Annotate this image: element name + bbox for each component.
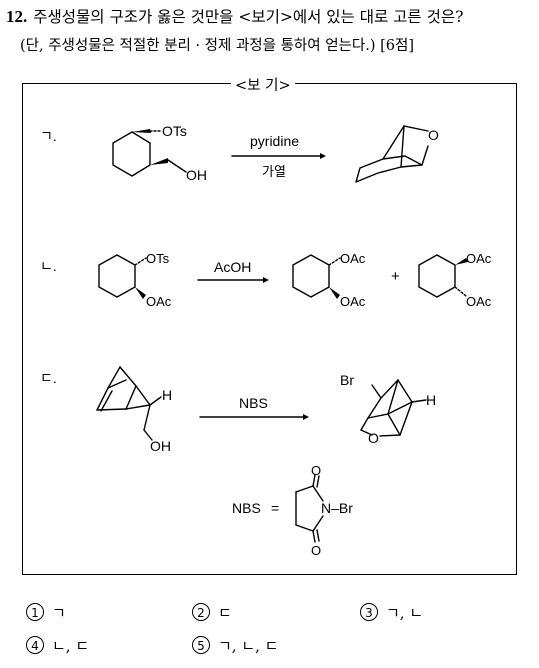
item-c-reagent: NBS	[239, 395, 268, 411]
nbs-n-br: N–Br	[321, 500, 353, 516]
item-c-marker: ㄷ.	[40, 370, 57, 386]
choice-5[interactable]: 5 ㄱ, ㄴ, ㄷ	[192, 635, 278, 656]
item-b-reactant-ring	[98, 254, 136, 298]
nbs-equals: =	[271, 500, 279, 516]
item-a-product	[355, 155, 423, 183]
nbs-label: NBS	[232, 500, 261, 516]
item-a-ots: OTs	[162, 123, 187, 139]
choice-4-text: ㄴ, ㄷ	[52, 637, 90, 655]
item-a-oh: OH	[186, 167, 207, 183]
choice-3[interactable]: 3 ㄱ, ㄴ	[360, 602, 423, 623]
item-b-ots: OTs	[146, 251, 170, 266]
item-b-product2-top: OAc	[466, 251, 492, 266]
item-c-oh: OH	[150, 438, 171, 454]
item-b: ㄴ. OTs OAc AcOH OAc OAc + OAc OAc	[40, 251, 492, 309]
item-c-product-h: H	[426, 392, 436, 408]
question-number: 12.	[6, 7, 28, 26]
choice-4[interactable]: 4 ㄴ, ㄷ	[26, 635, 89, 656]
nbs-definition: NBS = O O N–Br	[232, 463, 353, 558]
choice-2-number: 2	[192, 603, 210, 621]
choice-1-text: ㄱ	[52, 604, 66, 622]
choice-5-number: 5	[192, 636, 210, 654]
item-c-product	[360, 379, 427, 437]
item-b-product1-top: OAc	[340, 251, 366, 266]
item-a-condition: 가열	[262, 165, 286, 180]
bogi-label: <보 기>	[231, 74, 295, 95]
choice-3-text: ㄱ, ㄴ	[386, 604, 424, 622]
item-c-norbornene	[96, 366, 162, 441]
item-a: ㄱ. OTs OH pyridine 가열 O	[40, 123, 439, 183]
item-b-product1-bottom: OAc	[340, 294, 366, 309]
nbs-o-top: O	[311, 463, 321, 478]
choice-4-number: 4	[26, 636, 44, 654]
item-b-product2-ring	[418, 254, 456, 298]
choice-3-number: 3	[360, 603, 378, 621]
choice-1-number: 1	[26, 603, 44, 621]
choice-2-text: ㄷ	[218, 604, 232, 622]
question-title: 12. 주생성물의 구조가 옳은 것만을 <보기>에서 있는 대로 고른 것은?	[6, 5, 463, 27]
item-b-product1-ring	[292, 254, 330, 298]
item-a-wedge-top	[132, 129, 151, 133]
item-a-o: O	[428, 127, 439, 143]
choice-5-text: ㄱ, ㄴ, ㄷ	[218, 637, 279, 655]
succinimide-ring	[295, 474, 324, 543]
item-b-product2-bottom: OAc	[466, 294, 492, 309]
item-b-oac: OAc	[146, 294, 172, 309]
item-c-product-br: Br	[340, 372, 354, 388]
item-c-product-o: O	[368, 430, 379, 446]
item-b-reagent: AcOH	[214, 259, 251, 275]
item-c-h: H	[162, 387, 172, 403]
question-text: 주생성물의 구조가 옳은 것만을 <보기>에서 있는 대로 고른 것은?	[33, 8, 464, 26]
item-b-marker: ㄴ.	[40, 258, 57, 274]
item-c: ㄷ. H OH NBS	[40, 366, 436, 454]
question-note: (단, 주생성물은 적절한 분리 · 정제 과정을 통하여 얻는다.) [6점]	[20, 38, 414, 54]
item-a-marker: ㄱ.	[40, 128, 57, 144]
item-a-cyclohexane	[112, 131, 151, 177]
item-b-plus: +	[391, 268, 400, 285]
item-a-wedge-bottom	[150, 158, 168, 165]
item-a-reagent: pyridine	[250, 133, 299, 149]
nbs-o-bottom: O	[311, 543, 321, 558]
